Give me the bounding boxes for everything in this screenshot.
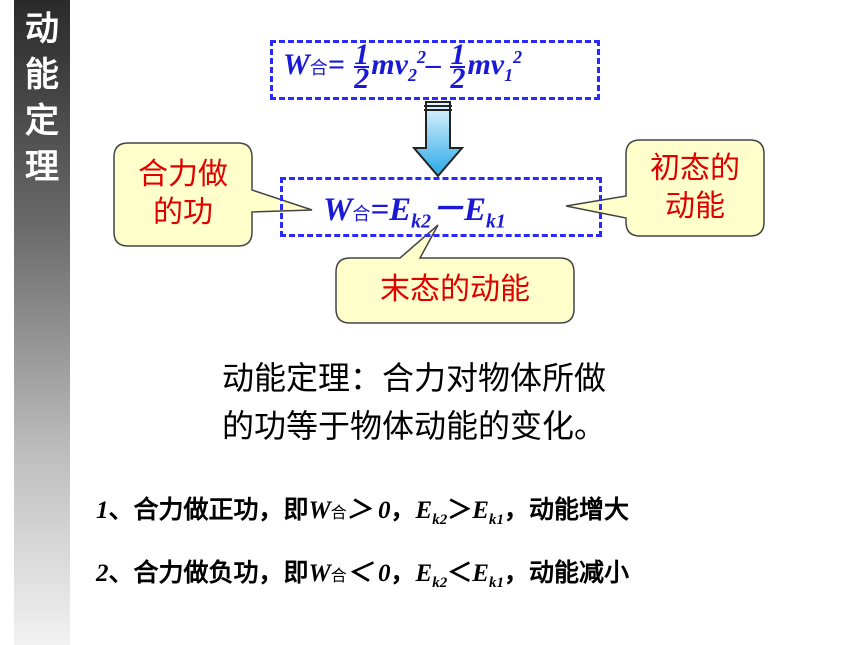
sidebar-char: 动 [25, 9, 59, 49]
sidebar: 动 能 定 理 [14, 0, 70, 645]
rule-line-positive: 1、合力做正功，即W合＞ 0，Ek2＞Ek1，动能增大 [96, 495, 629, 528]
down-arrow-icon [411, 101, 465, 178]
sidebar-char: 理 [25, 147, 59, 187]
callout-left-shape [113, 142, 313, 247]
callout-left-text: 合力做 的功 [138, 157, 228, 230]
callout-bottom-shape [335, 224, 575, 324]
main-formula-box [280, 177, 602, 237]
sidebar-title: 动 能 定 理 [14, 6, 70, 190]
callout-bottom-text: 末态的动能 [380, 272, 530, 307]
top-formula-box [270, 40, 600, 100]
rule-line-negative: 2、合力做负功，即W合＜ 0，Ek2＜Ek1，动能减小 [96, 558, 629, 591]
sidebar-char: 能 [25, 55, 59, 95]
theorem-statement-line1: 动能定理：合力对物体所做 [222, 359, 607, 397]
sidebar-char: 定 [25, 101, 59, 141]
theorem-statement-line2: 的功等于物体动能的变化。 [222, 407, 607, 445]
callout-right-text: 初态的 动能 [650, 151, 740, 224]
callout-right-shape [565, 139, 765, 237]
main-formula: W合=Ek2－Ek1 [323, 192, 506, 233]
